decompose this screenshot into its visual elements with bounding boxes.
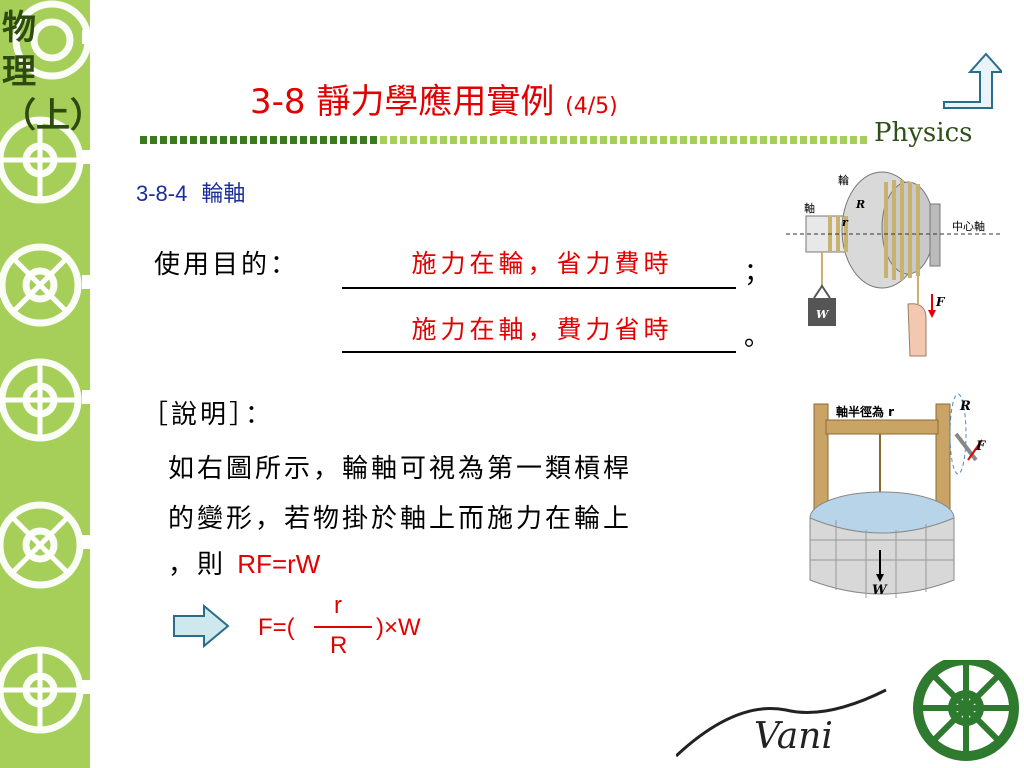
purpose-label: 使用目的： xyxy=(154,250,300,280)
well-W-label: W xyxy=(872,583,888,598)
gear-pattern xyxy=(0,0,90,734)
explanation-label: ［說明］： xyxy=(142,400,275,430)
right-arrow-icon xyxy=(173,604,230,648)
formula-rhs: )×W xyxy=(376,614,421,641)
formula-lhs: F=( xyxy=(258,614,295,641)
page-title: 3-8 靜力學應用實例 (4/5) xyxy=(250,74,618,123)
vani-logo: Vani xyxy=(676,660,1019,761)
return-arrow-icon[interactable] xyxy=(940,50,1002,110)
section-heading: 3-8-4 輪軸 xyxy=(136,176,245,208)
center-axis-label: 中心軸 xyxy=(952,219,985,233)
section-name: 輪軸 xyxy=(201,182,246,207)
radius-r-label: r xyxy=(842,216,849,229)
subject-label: Physics xyxy=(874,118,973,148)
wheel-axle-figure: 輪 軸 中心軸 R r F W xyxy=(786,171,1002,357)
force-F-label: F xyxy=(935,295,946,309)
sidebar-decoration: 物理（上） xyxy=(0,0,90,768)
radius-R-label: R xyxy=(855,198,865,211)
torque-equation: RF=rW xyxy=(237,549,321,579)
fraction-bar xyxy=(314,626,372,628)
explanation-line-1: 如右圖所示，輪軸可視為第一類槓桿 xyxy=(168,454,633,484)
title-text: 3-8 靜力學應用實例 xyxy=(250,82,555,122)
well-F-label: F xyxy=(975,439,986,454)
logo-text: Vani xyxy=(754,716,833,757)
separator-1: ； xyxy=(744,258,774,288)
formula-numerator: r xyxy=(334,592,342,619)
header-divider xyxy=(140,134,870,146)
explanation-line-3: ，則 RF=rW xyxy=(168,544,320,581)
axle-label: 軸 xyxy=(804,201,815,215)
wheel-label: 輪 xyxy=(838,173,849,187)
formula-denominator: R xyxy=(330,632,348,659)
explanation-line-3-prefix: ，則 xyxy=(168,550,227,580)
explanation-line-2: 的變形，若物掛於軸上而施力在輪上 xyxy=(168,504,633,534)
section-number: 3-8-4 xyxy=(136,181,188,206)
title-part: (4/5) xyxy=(565,94,618,119)
purpose-answer-2: 施力在軸，費力省時 xyxy=(411,315,673,344)
sidebar-label: 物理（上） xyxy=(2,8,90,136)
separator-2: 。 xyxy=(744,322,774,352)
answer-blank-2 xyxy=(342,351,736,353)
well-R-label: R xyxy=(959,399,971,414)
answer-blank-1 xyxy=(342,287,736,289)
well-figure: 軸半徑為 r R F W xyxy=(809,393,986,598)
weight-W-label: W xyxy=(816,308,830,321)
axle-radius-label: 軸半徑為 r xyxy=(836,404,894,419)
purpose-answer-1: 施力在輪，省力費時 xyxy=(411,249,673,278)
